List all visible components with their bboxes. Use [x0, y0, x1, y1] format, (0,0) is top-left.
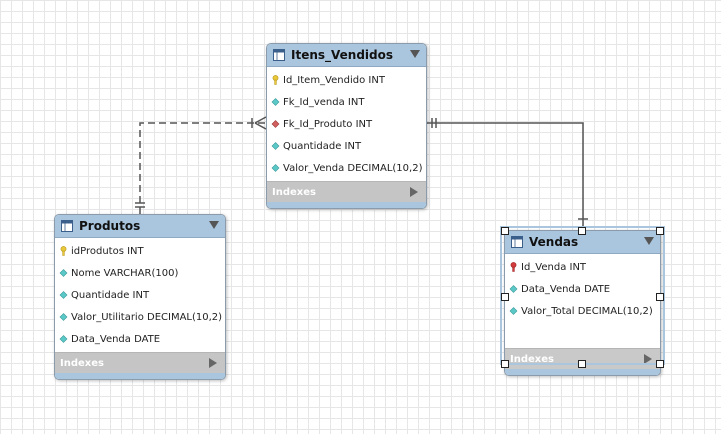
column-label: Quantidade INT — [283, 140, 362, 152]
column-row[interactable]: Valor_Total DECIMAL(10,2) — [505, 300, 660, 322]
column-label: idProdutos INT — [71, 245, 144, 257]
collapse-arrow-icon[interactable] — [644, 237, 654, 245]
resize-handle-bottom[interactable] — [578, 360, 586, 368]
column-diamond-icon — [59, 335, 68, 343]
indexes-label: Indexes — [60, 357, 104, 369]
column-row[interactable]: Valor_Utilitario DECIMAL(10,2) — [55, 306, 225, 328]
column-diamond-icon — [59, 269, 68, 277]
column-diamond-icon — [509, 285, 518, 293]
column-label: Data_Venda DATE — [521, 283, 611, 295]
column-row[interactable]: Nome VARCHAR(100) — [55, 262, 225, 284]
column-label: Id_Venda INT — [521, 261, 587, 273]
indexes-section[interactable]: Indexes — [267, 181, 426, 202]
expand-arrow-icon[interactable] — [209, 358, 217, 368]
column-label: Valor_Venda DECIMAL(10,2) — [283, 162, 423, 174]
resize-handle-bottom-left[interactable] — [501, 360, 509, 368]
column-row[interactable]: Fk_Id_Produto INT — [267, 113, 426, 135]
primary-key-icon — [510, 262, 517, 272]
column-diamond-icon — [271, 164, 280, 172]
table-title: Itens_Vendidos — [291, 48, 394, 62]
foreign-key-icon — [271, 120, 280, 128]
resize-handle-top-left[interactable] — [501, 227, 509, 235]
table-icon — [511, 236, 523, 248]
primary-key-icon — [272, 75, 279, 85]
column-label: Valor_Total DECIMAL(10,2) — [521, 305, 653, 317]
column-row[interactable]: Fk_Id_venda INT — [267, 91, 426, 113]
table-header[interactable]: Vendas — [505, 231, 660, 254]
column-label: Id_Item_Vendido INT — [283, 74, 385, 86]
column-label: Nome VARCHAR(100) — [71, 267, 179, 279]
table-icon — [61, 220, 73, 232]
expand-arrow-icon[interactable] — [410, 187, 418, 197]
column-label: Quantidade INT — [71, 289, 150, 301]
expand-arrow-icon[interactable] — [644, 354, 652, 364]
column-diamond-icon — [59, 291, 68, 299]
resize-handle-top-right[interactable] — [656, 227, 664, 235]
column-label: Fk_Id_venda INT — [283, 96, 365, 108]
column-row[interactable]: idProdutos INT — [55, 240, 225, 262]
indexes-label: Indexes — [272, 186, 316, 198]
resize-handle-bottom-right[interactable] — [656, 360, 664, 368]
table-footer — [267, 202, 426, 208]
relationship-produtos-itens[interactable] — [135, 116, 267, 214]
collapse-arrow-icon[interactable] — [209, 221, 219, 229]
resize-handle-top[interactable] — [578, 227, 586, 235]
table-header[interactable]: Produtos — [55, 215, 225, 238]
resize-handle-left[interactable] — [501, 293, 509, 301]
column-label: Fk_Id_Produto INT — [283, 118, 373, 130]
column-label: Data_Venda DATE — [71, 333, 161, 345]
table-header[interactable]: Itens_Vendidos — [267, 44, 426, 67]
column-diamond-icon — [271, 142, 280, 150]
table-icon — [273, 49, 285, 61]
table-produtos[interactable]: Produtos idProdutos INT Nome VARCHAR(100… — [54, 214, 226, 380]
column-spacer — [505, 324, 660, 348]
collapse-arrow-icon[interactable] — [410, 50, 420, 58]
table-title: Produtos — [79, 219, 141, 233]
table-title: Vendas — [529, 235, 579, 249]
column-row[interactable]: Data_Venda DATE — [505, 278, 660, 300]
column-row[interactable]: Quantidade INT — [267, 135, 426, 157]
table-vendas[interactable]: Vendas Id_Venda INT Data_Venda DATE Valo… — [504, 230, 661, 376]
column-diamond-icon — [509, 307, 518, 315]
indexes-label: Indexes — [510, 353, 554, 365]
column-row[interactable]: Quantidade INT — [55, 284, 225, 306]
resize-handle-right[interactable] — [656, 293, 664, 301]
column-row[interactable]: Data_Venda DATE — [55, 328, 225, 350]
table-footer — [505, 369, 660, 375]
table-itens-vendidos[interactable]: Itens_Vendidos Id_Item_Vendido INT Fk_Id… — [266, 43, 427, 209]
table-footer — [55, 373, 225, 379]
column-label: Valor_Utilitario DECIMAL(10,2) — [71, 311, 223, 323]
indexes-section[interactable]: Indexes — [55, 352, 225, 373]
column-row[interactable]: Id_Venda INT — [505, 256, 660, 278]
primary-key-icon — [60, 246, 67, 256]
relationship-itens-vendas[interactable] — [427, 118, 588, 229]
column-row[interactable]: Valor_Venda DECIMAL(10,2) — [267, 157, 426, 179]
column-diamond-icon — [59, 313, 68, 321]
column-diamond-icon — [271, 98, 280, 106]
column-row[interactable]: Id_Item_Vendido INT — [267, 69, 426, 91]
